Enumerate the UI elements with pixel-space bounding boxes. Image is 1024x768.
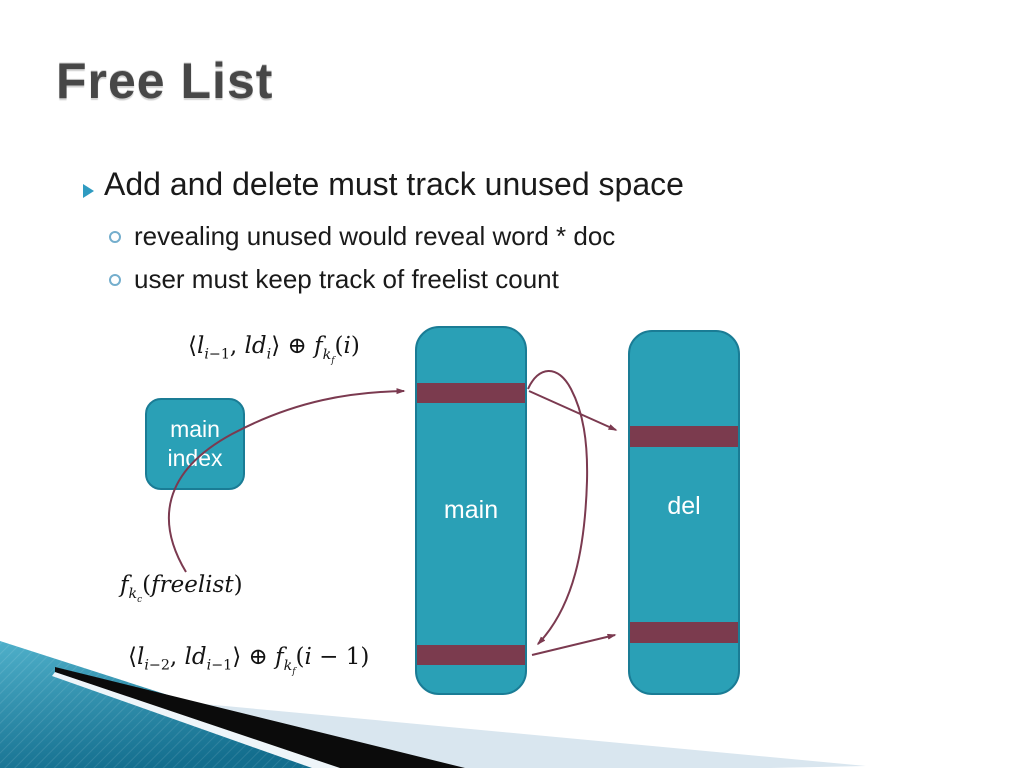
math-label-top: ⟨li−1, ldi⟩ ⊕ fkf(i) [188,333,360,366]
del-column-entry-bar-bottom [630,622,738,643]
del-column: del [628,330,740,695]
arrow-main-top-to-del-top [528,390,618,431]
corner-pale-wedge [0,685,866,768]
del-column-entry-bar-top [630,426,738,447]
main-column: main [415,326,527,695]
corner-white-sliver [52,672,350,768]
arrow-main-top-to-main-bottom [527,370,589,646]
bullet-arrow-icon [83,184,94,198]
sub-bullet-circle-icon [109,274,121,286]
main-column-label: main [443,496,499,524]
slide-title: Free List [56,53,274,109]
bullet-main: Add and delete must track unused space [104,166,684,202]
sub-bullet-1: revealing unused would reveal word * doc [134,221,616,251]
del-column-label: del [667,492,701,520]
sub-bullet-2: user must keep track of freelist count [134,264,559,294]
main-column-entry-bar-bottom [417,645,525,665]
sub-bullet-circle-icon [109,231,121,243]
main-index-label: main index [167,415,223,471]
arrow-main-bottom-to-del-bottom [531,633,617,656]
corner-black-stripe [55,667,465,768]
main-column-entry-bar-top [417,383,525,403]
math-label-bottom: ⟨li−2, ldi−1⟩ ⊕ fkf(i − 1) [128,644,370,677]
main-index-box: main index [145,398,245,490]
math-label-freelist: fkc(freelist) [120,572,243,605]
